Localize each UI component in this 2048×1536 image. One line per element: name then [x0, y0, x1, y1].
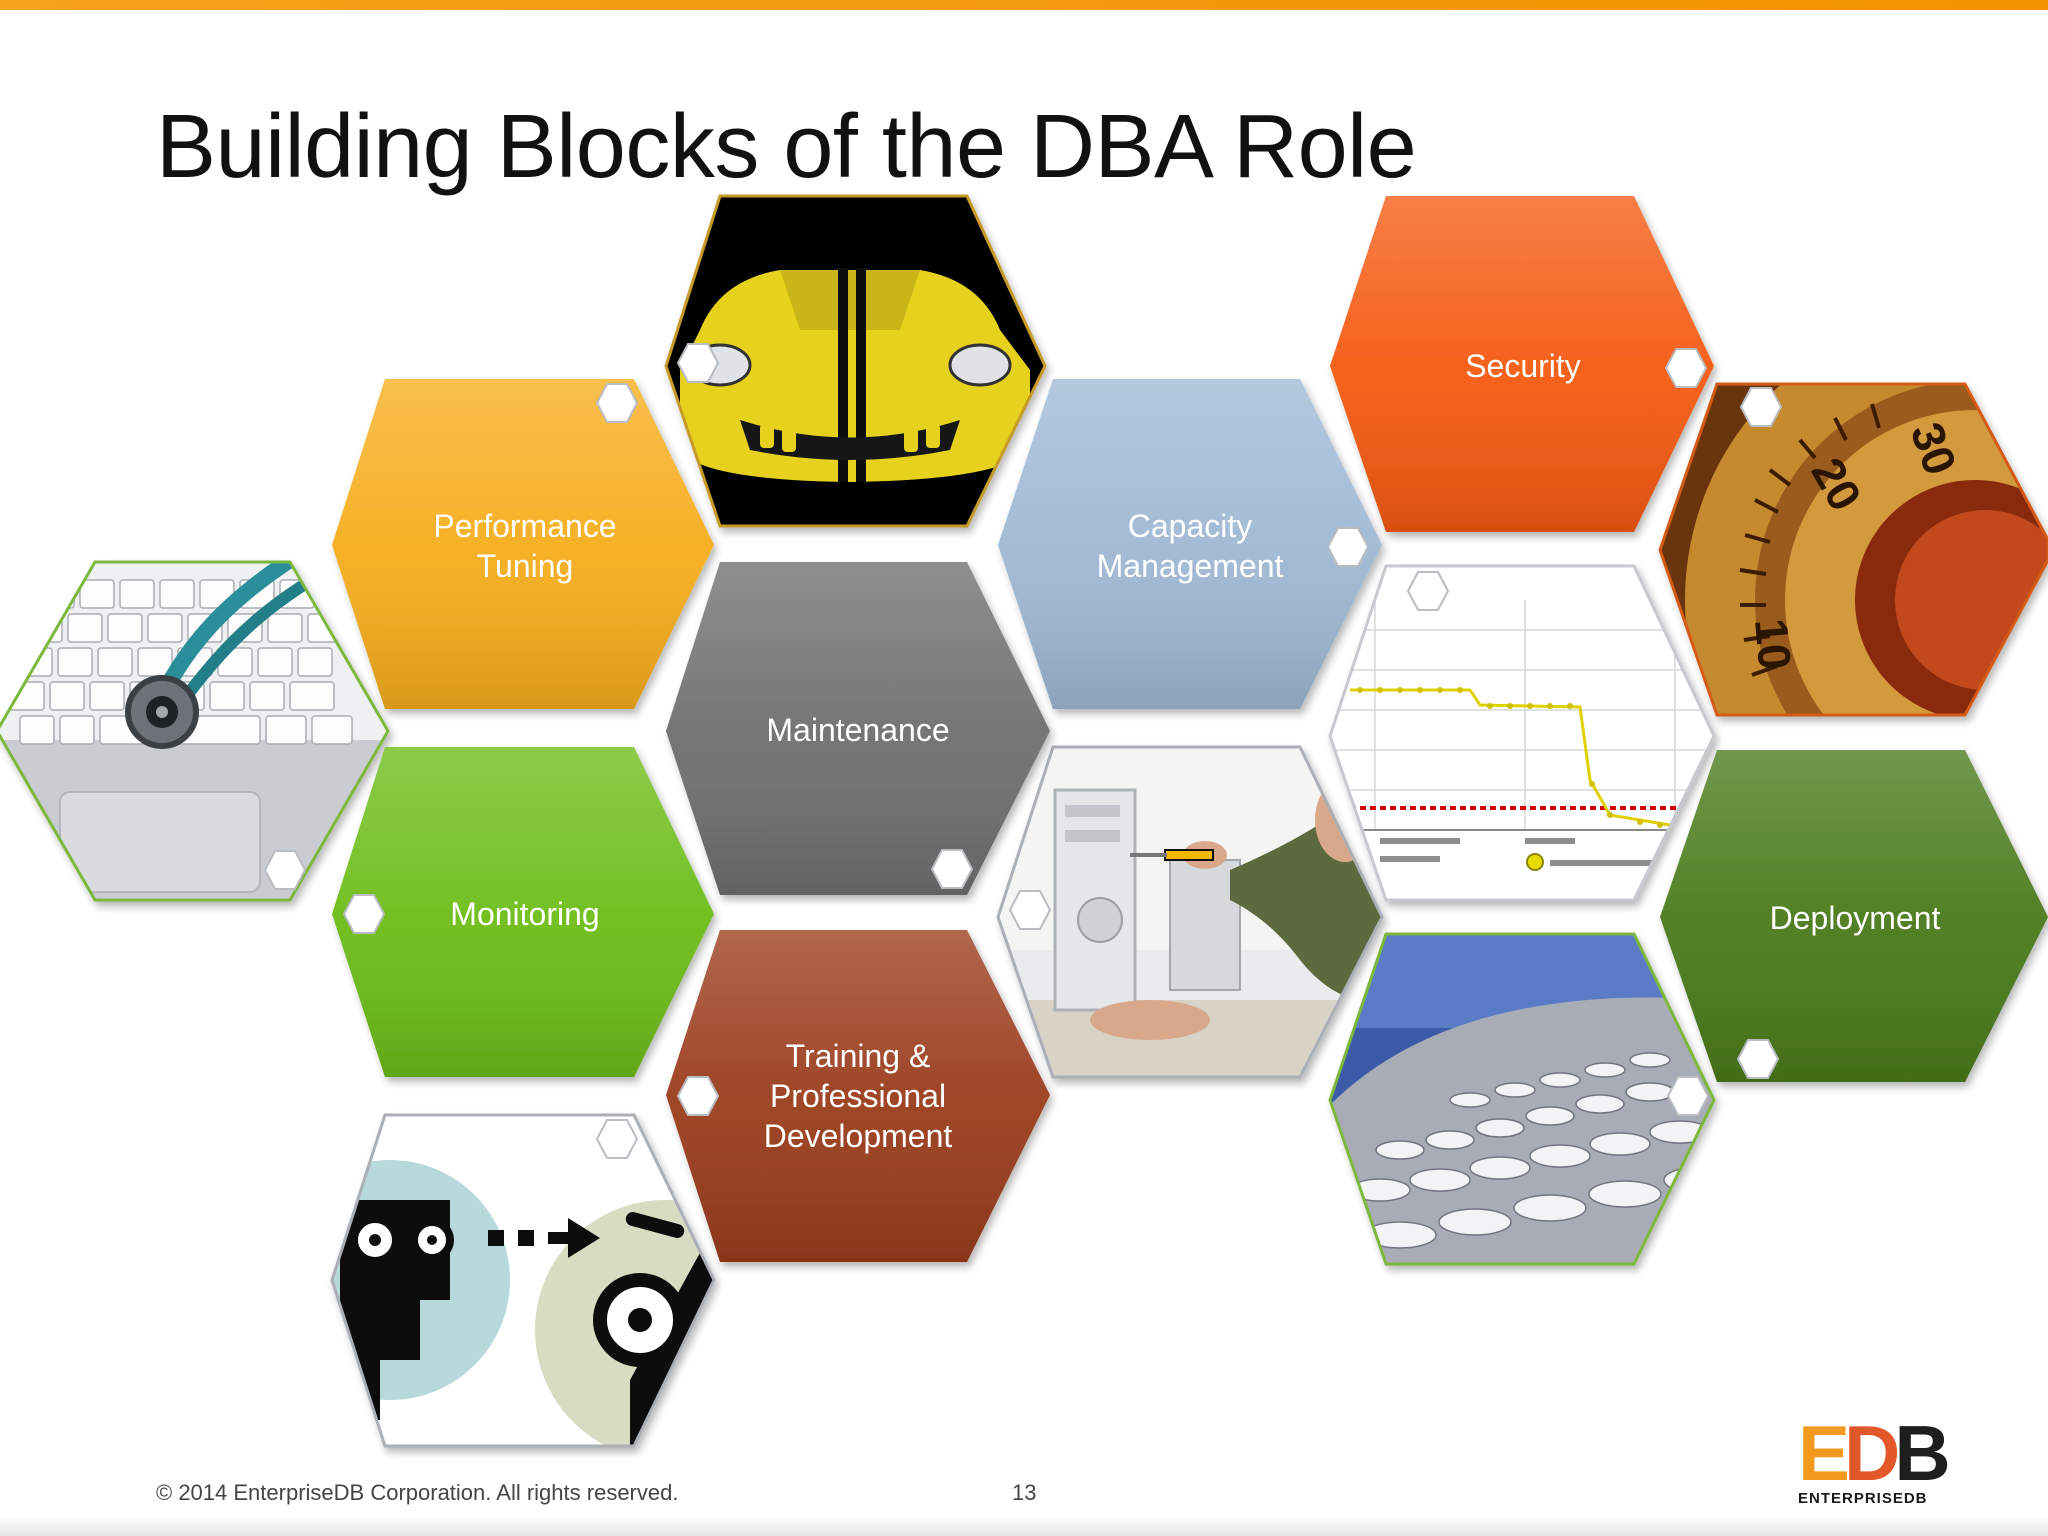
edb-logo-e: E: [1798, 1409, 1850, 1497]
hex-performance-tuning-label-line2: Tuning: [477, 548, 574, 584]
edb-logo-b: B: [1894, 1409, 1950, 1497]
hex-security-label: Security: [1465, 348, 1581, 384]
hex-training-label-line3: Development: [764, 1118, 953, 1154]
connector-hex-2: [676, 343, 720, 383]
technician-computer-image: [996, 745, 1384, 1079]
connector-hex-7: [263, 850, 307, 890]
edb-logo-d: D: [1844, 1409, 1900, 1497]
hex-maintenance: [666, 562, 1050, 895]
bottom-shade: [0, 1516, 2048, 1536]
sports-car-image: [664, 194, 1047, 528]
connector-hex-1: [595, 383, 639, 423]
hex-performance-tuning: [332, 379, 714, 709]
hex-performance-tuning-label-line1: Performance: [433, 508, 616, 544]
slide-title: Building Blocks of the DBA Role: [156, 97, 1417, 197]
connector-hex-9: [342, 894, 386, 934]
footer-copyright: © 2014 EnterpriseDB Corporation. All rig…: [156, 1480, 679, 1505]
connector-hex-12: [1666, 1076, 1710, 1116]
hex-monitoring: [332, 747, 714, 1077]
connector-hex-4: [1664, 348, 1708, 388]
edb-logo-subtitle: ENTERPRISEDB: [1798, 1490, 1928, 1507]
edb-logo-letters: EDB: [1798, 1414, 1958, 1492]
svg-text:10: 10: [1745, 616, 1801, 672]
connector-hex-11: [1736, 1039, 1780, 1079]
disc-building-image: [1328, 932, 1716, 1266]
connector-hex-5: [1739, 387, 1783, 427]
hex-deployment-label: Deployment: [1770, 900, 1941, 936]
connector-hex-10: [1008, 890, 1052, 930]
connector-hex-13: [676, 1076, 720, 1116]
connector-hex-8: [930, 849, 974, 889]
top-accent-bar: [0, 0, 2048, 10]
connector-hex-3: [1326, 527, 1370, 567]
hex-maintenance-label: Maintenance: [766, 712, 949, 748]
hex-capacity-management-label-line2: Management: [1097, 548, 1284, 584]
hex-training-label-line2: Professional: [770, 1078, 946, 1114]
connector-hex-6: [1406, 571, 1450, 611]
hex-training-label-line1: Training &: [786, 1038, 931, 1074]
line-chart-image: [1328, 564, 1716, 902]
combination-lock-image: 30 20 10: [1658, 382, 2048, 717]
connector-hex-14: [595, 1119, 639, 1159]
stethoscope-keyboard-image: [0, 560, 390, 902]
hex-capacity-management-label-line1: Capacity: [1128, 508, 1253, 544]
hex-capacity-management: [998, 379, 1382, 709]
edb-logo: EDB ENTERPRISEDB: [1798, 1414, 1958, 1507]
hex-deployment: [1660, 750, 2048, 1082]
page-number: 13: [1012, 1480, 1037, 1505]
hex-training: [666, 930, 1050, 1262]
hex-monitoring-label: Monitoring: [450, 896, 599, 932]
hex-security: [1330, 196, 1714, 532]
